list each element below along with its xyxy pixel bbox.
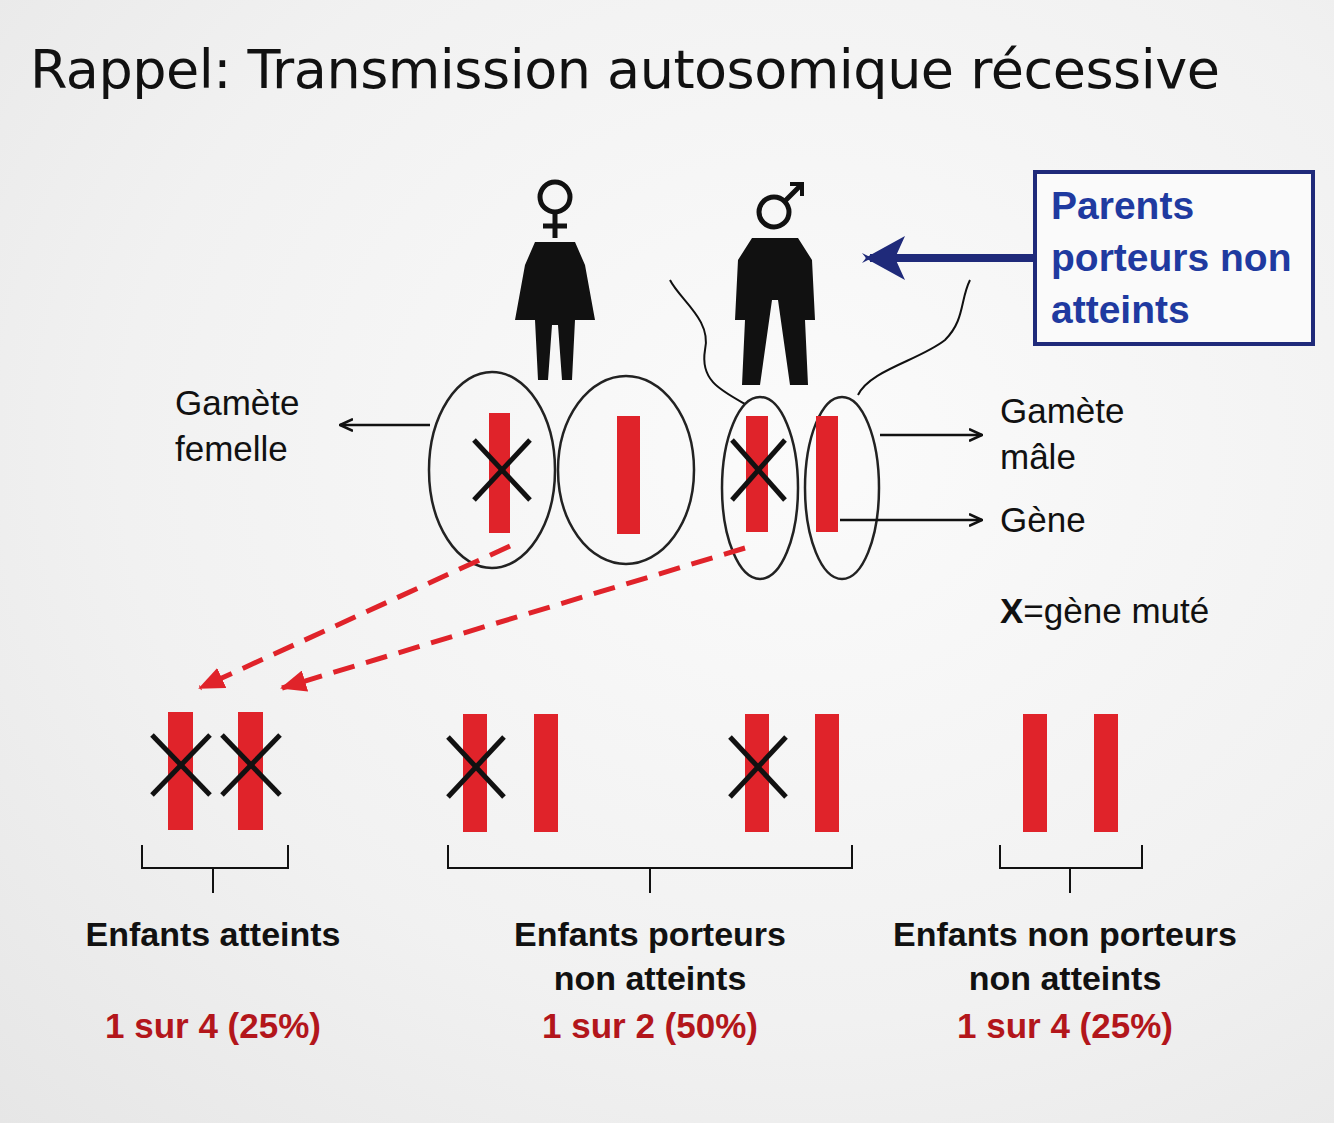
sperm-tail	[858, 280, 970, 395]
inheritance-arrow	[200, 546, 510, 688]
legend-note: X=gène muté	[1000, 588, 1260, 634]
gamete-label: Gamète mâle	[1000, 388, 1170, 480]
group-label: Enfants atteints	[48, 912, 378, 956]
box-text: Parents porteurs non atteints	[1051, 180, 1297, 336]
pointer-arrow	[880, 434, 982, 437]
male-figure	[735, 184, 815, 385]
inheritance-arrow	[282, 548, 745, 688]
diagram-title: Rappel: Transmission autosomique récessi…	[30, 38, 1219, 101]
group-brace	[142, 845, 1142, 893]
group-label: Enfants porteurs non atteints	[485, 912, 815, 1000]
gene-label: Gène	[1000, 497, 1170, 543]
arrow-head	[865, 236, 905, 280]
gamete-ellipses	[429, 372, 879, 579]
mutation-cross	[152, 735, 786, 797]
female-figure	[515, 182, 595, 380]
probability: 1 sur 4 (25%)	[63, 1006, 363, 1046]
gamete-label: Gamète femelle	[175, 380, 345, 472]
child-bars	[168, 712, 1118, 832]
sperm-tail	[670, 280, 745, 404]
probability: 1 sur 4 (25%)	[915, 1006, 1215, 1046]
group-label: Enfants non porteurs non atteints	[860, 912, 1270, 1000]
pointer-arrow	[340, 424, 430, 427]
mutation-cross	[474, 440, 785, 500]
gene-bars	[489, 413, 838, 534]
pointer-arrow	[840, 519, 982, 522]
callout-box: Parents porteurs non atteints	[1033, 170, 1315, 346]
probability: 1 sur 2 (50%)	[500, 1006, 800, 1046]
